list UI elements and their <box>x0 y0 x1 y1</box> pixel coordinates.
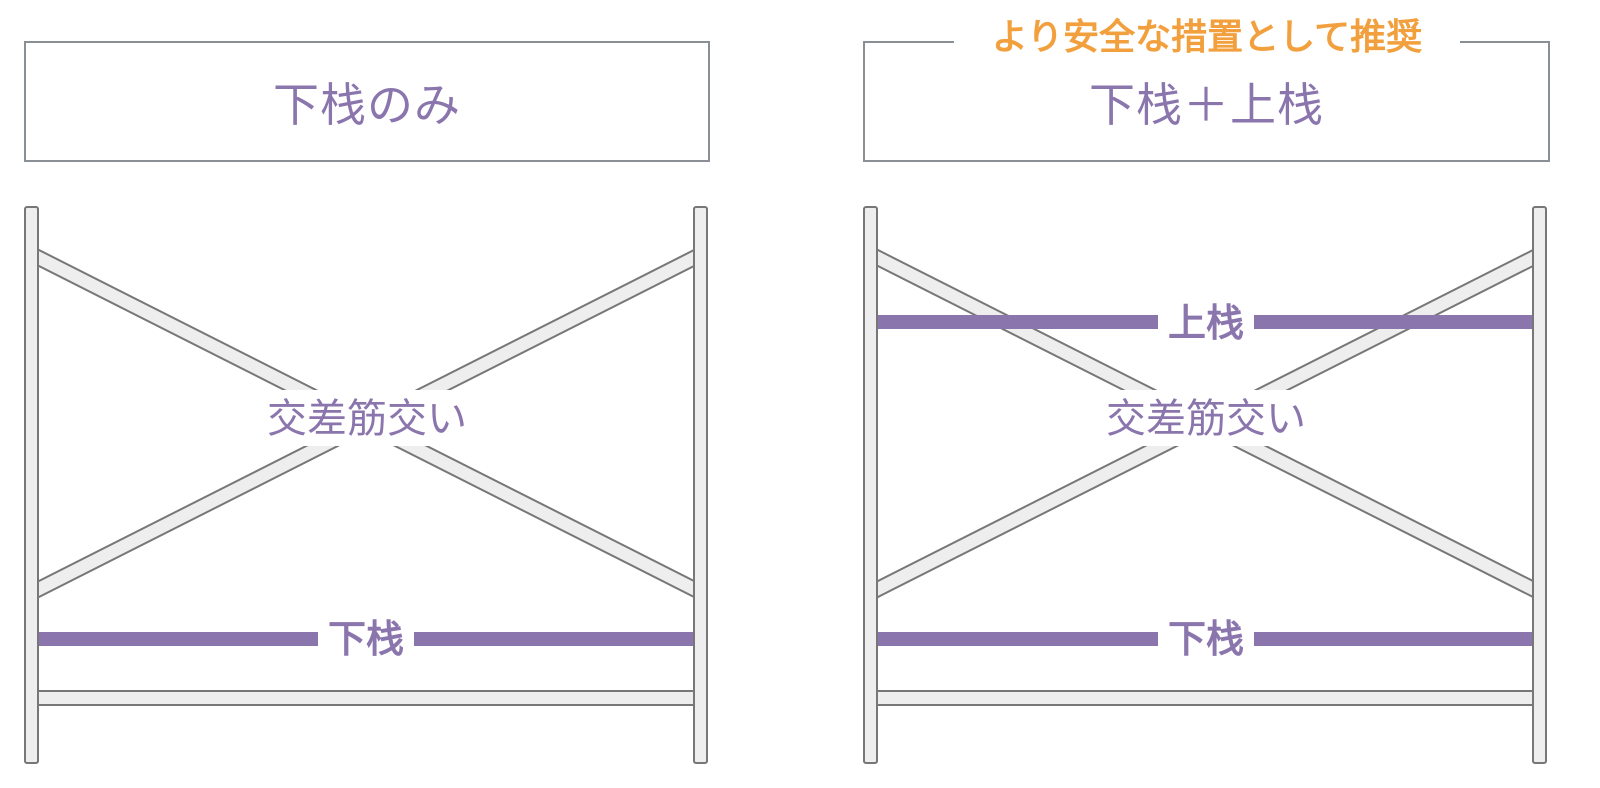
right-upper-rail-label: 上栈 <box>1168 301 1244 345</box>
left-panel-title-box: 下栈のみ <box>24 41 710 162</box>
left-post-left <box>24 206 39 764</box>
right-post-left <box>863 206 878 764</box>
right-scaffold: 交差筋交い 上栈 下栈 <box>863 206 1547 764</box>
left-bottom-rail <box>36 690 697 706</box>
left-brace-label-bg <box>258 390 478 446</box>
right-bottom-rail <box>875 690 1536 706</box>
left-lower-rail-label-bg <box>318 612 414 664</box>
left-panel-title: 下栈のみ <box>273 77 461 132</box>
right-panel-title: 下栈＋上栈 <box>1089 77 1324 132</box>
right-upper-rail-label-bg <box>1158 296 1254 348</box>
right-brace-label: 交差筋交い <box>1106 396 1306 442</box>
left-lower-rail-label: 下栈 <box>328 617 404 661</box>
right-brace-label-bg <box>1097 390 1317 446</box>
right-lower-rail-label-bg <box>1158 612 1254 664</box>
recommendation-badge: より安全な措置として推奨 <box>954 12 1460 64</box>
right-lower-rail-label: 下栈 <box>1168 617 1244 661</box>
left-post-right <box>693 206 708 764</box>
right-post-right <box>1532 206 1547 764</box>
left-scaffold: 交差筋交い 下栈 <box>24 206 708 764</box>
left-brace-label: 交差筋交い <box>267 396 467 442</box>
